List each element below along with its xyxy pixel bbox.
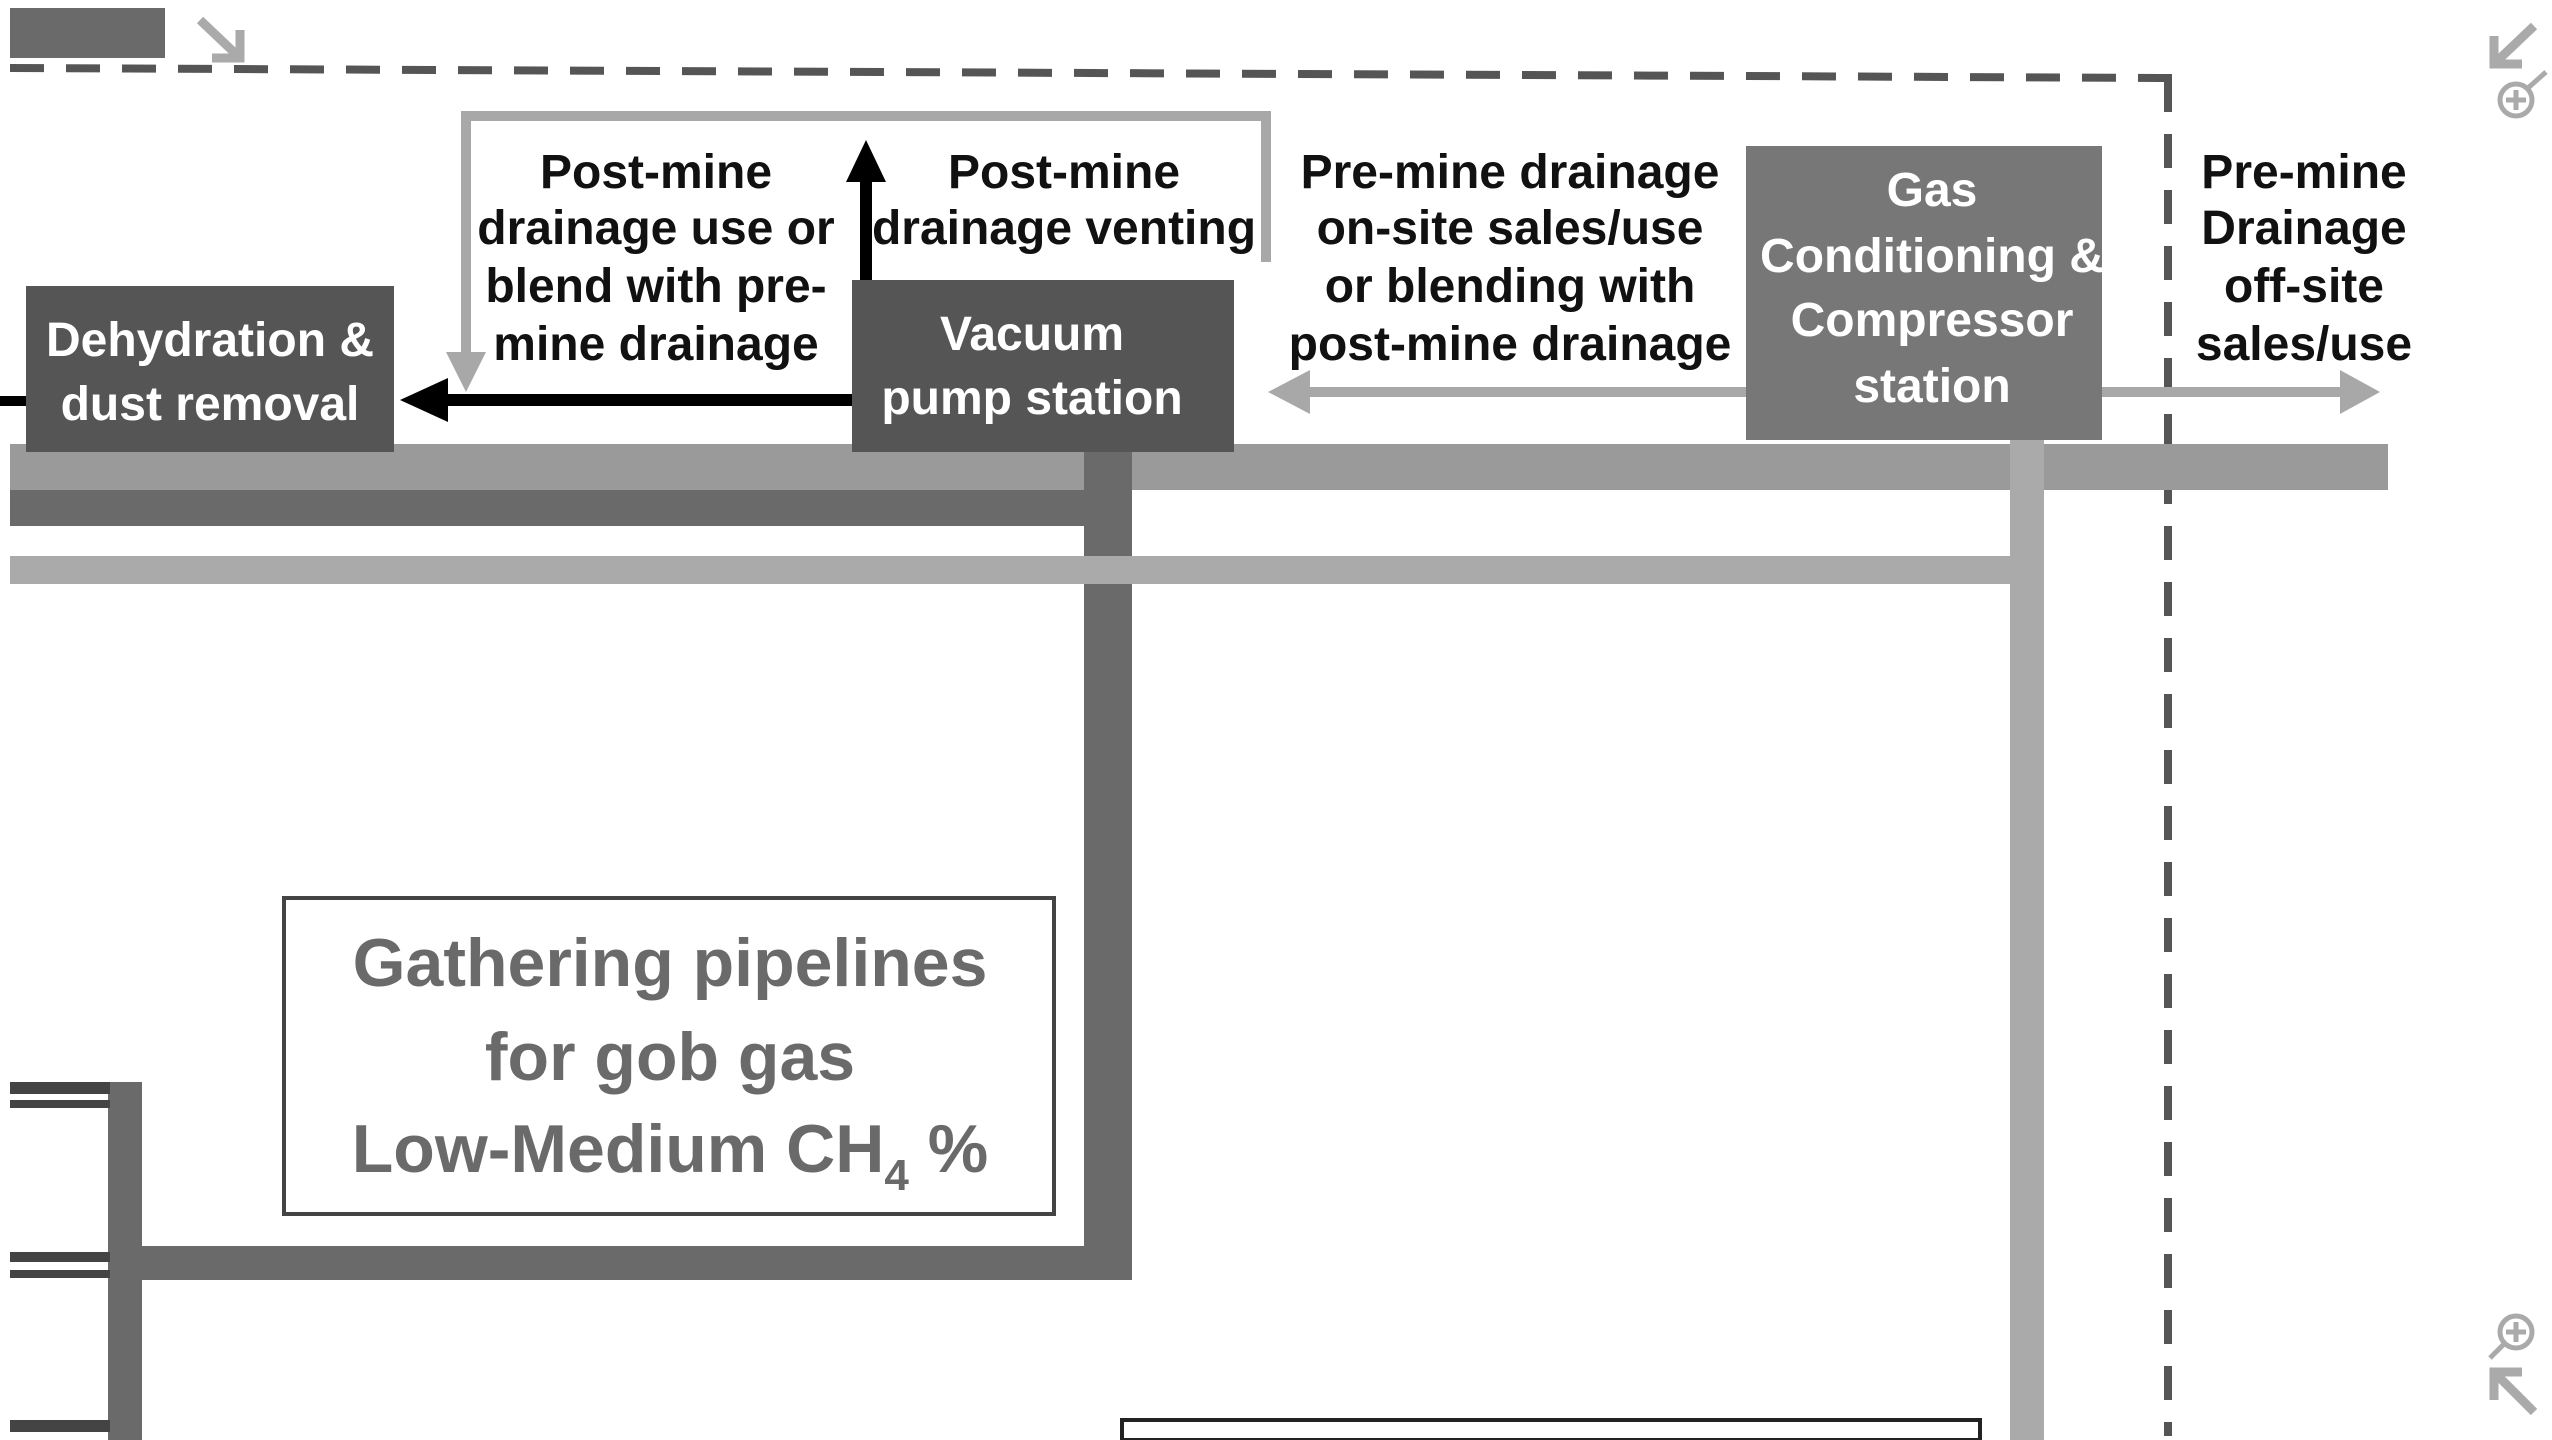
- gas-conditioning-box: Gas Conditioning & Compressor station: [1746, 146, 2104, 440]
- site-boundary-dashed: [9, 64, 2173, 1436]
- zoom-out-icon[interactable]: [2497, 70, 2548, 119]
- svg-text:blend with pre-: blend with pre-: [485, 260, 826, 313]
- svg-text:Pre-mine: Pre-mine: [2201, 146, 2406, 199]
- stub-pipe-5: [10, 1420, 110, 1432]
- gathering-line2: for gob gas: [485, 1019, 855, 1095]
- expand-arrow-icon[interactable]: [2489, 1367, 2538, 1416]
- svg-text:Post-mine: Post-mine: [540, 146, 772, 199]
- svg-text:drainage venting: drainage venting: [872, 202, 1256, 255]
- bottom-box-edge: [1120, 1418, 1982, 1440]
- pre-mine-onsite-label: Pre-mine drainage on-site sales/use or b…: [1289, 146, 1732, 371]
- vacuum-label-line2: pump station: [881, 372, 1182, 425]
- gathering-pipelines: [10, 440, 2388, 1440]
- dark-left-riser-pipe: [108, 1082, 142, 1440]
- shrink-arrow-icon[interactable]: [2489, 22, 2538, 69]
- zoom-in-icon[interactable]: [2488, 1313, 2535, 1360]
- vacuum-pump-box: Vacuum pump station: [852, 280, 1234, 452]
- gas-label-line3: Compressor: [1791, 294, 2074, 347]
- post-mine-venting-label: Post-mine drainage venting: [872, 146, 1256, 255]
- stub-pipe-2: [10, 1100, 110, 1108]
- light-lateral-pipe: [10, 556, 2030, 584]
- pre-mine-offsite-label: Pre-mine Drainage off-site sales/use: [2196, 146, 2412, 371]
- collapse-arrow-icon[interactable]: [196, 16, 245, 63]
- post-mine-use-label: Post-mine drainage use or blend with pre…: [477, 146, 834, 371]
- stub-pipe-4: [10, 1270, 110, 1278]
- svg-text:off-site: off-site: [2224, 260, 2384, 313]
- gathering-pipelines-box: Gathering pipelines for gob gas Low-Medi…: [282, 896, 1056, 1216]
- corner-tab: [10, 8, 165, 58]
- svg-text:Drainage: Drainage: [2201, 202, 2406, 255]
- gas-label-line4: station: [1853, 360, 2010, 413]
- stub-pipe-1: [10, 1082, 110, 1094]
- svg-text:mine drainage: mine drainage: [493, 318, 818, 371]
- gas-label-line2: Conditioning &: [1760, 230, 2104, 283]
- dehydration-label-line2: dust removal: [61, 378, 360, 431]
- dehydration-label-line1: Dehydration &: [46, 314, 374, 367]
- pre-mine-flow-arrows: [446, 111, 2380, 414]
- gathering-line1: Gathering pipelines: [353, 925, 988, 1001]
- svg-text:on-site sales/use: on-site sales/use: [1317, 202, 1704, 255]
- light-riser-pipe: [2010, 440, 2044, 1440]
- svg-text:sales/use: sales/use: [2196, 318, 2412, 371]
- svg-text:or blending with: or blending with: [1325, 260, 1696, 313]
- svg-text:post-mine drainage: post-mine drainage: [1289, 318, 1732, 371]
- vacuum-label-line1: Vacuum: [940, 308, 1124, 361]
- dark-header-pipe: [10, 490, 1130, 526]
- svg-text:drainage use or: drainage use or: [477, 202, 834, 255]
- dark-bottom-pipe: [110, 1246, 1132, 1280]
- svg-text:Post-mine: Post-mine: [948, 146, 1180, 199]
- gathering-line3: Low-Medium CH4 %: [352, 1111, 988, 1200]
- gas-label-line1: Gas: [1887, 164, 1978, 217]
- svg-text:Pre-mine drainage: Pre-mine drainage: [1301, 146, 1720, 199]
- stub-pipe-3: [10, 1252, 110, 1262]
- dehydration-box: Dehydration & dust removal: [26, 286, 394, 452]
